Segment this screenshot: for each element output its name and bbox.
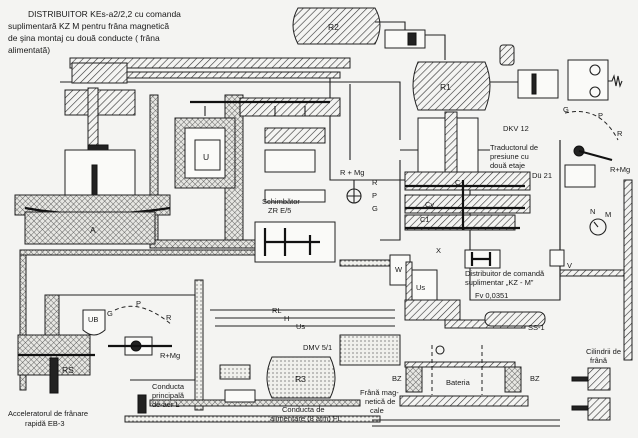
distribuitor-comanda-label: suplimentar „KZ - M” <box>465 278 534 287</box>
magnetic-track-brake: BZ BZ Bateria Frână mag- netică de cale <box>360 345 560 427</box>
p-right-label: P <box>598 111 603 120</box>
ub-label: UB <box>88 315 98 324</box>
accelerator-label: Acceleratorul de frânare <box>8 409 88 418</box>
r1-label: R1 <box>440 82 451 92</box>
accelerator-label: rapidă EB-3 <box>25 419 65 428</box>
p-left-label: P <box>136 299 141 308</box>
pressure-transducer: C Cv C1 Traductorul de presiune cu două … <box>404 111 552 231</box>
traductor-label: două etaje <box>490 161 525 170</box>
r-mg-label: R + Mg <box>340 168 364 177</box>
bz-right-label: BZ <box>530 374 540 383</box>
bz-left-label: BZ <box>392 374 402 383</box>
h-label: H <box>284 314 289 323</box>
diagram-title: DISTRIBUITOR KEs-a2/2,2 cu comanda supli… <box>8 9 181 55</box>
schimbator-label: Schimbător <box>262 197 300 206</box>
r3-label: R3 <box>295 374 306 384</box>
title-line: alimentată) <box>8 45 50 55</box>
g-label: G <box>372 204 378 213</box>
conducta-alimentare-label: alimentare (8 atm) FL <box>270 414 342 423</box>
r-label: R <box>372 178 378 187</box>
w-label: W <box>395 265 403 274</box>
reservoir-r2: R2 <box>292 7 446 60</box>
distribuitor-comanda-label: Distribuitor de comandă <box>465 269 545 278</box>
g-left-label: G <box>107 309 113 318</box>
conducta-principala-label: de aer L <box>152 400 180 409</box>
upper-valve-block: U <box>174 100 330 203</box>
fv-label: Fv 0,0351 <box>475 291 508 300</box>
brake-cylinders: Cilindrii de frână <box>571 347 621 421</box>
conducta-principala-label: Conducta <box>152 382 185 391</box>
title-line: suplimentară KZ M pentru frâna magnetică <box>8 21 169 31</box>
brake-mode-handle: G P R R+Mg N M V <box>549 105 630 270</box>
n-label: N <box>590 207 595 216</box>
schimbator-code: ZR E/5 <box>268 206 291 215</box>
cilindrii-label: Cilindrii de <box>586 347 621 356</box>
reservoir-r1: R1 <box>412 44 623 111</box>
reservoir-r3: DMV 5/1 R3 Conducta de alimentare (8 atm… <box>219 306 401 423</box>
p-label: P <box>372 191 377 200</box>
ss1-label: SS-1 <box>528 323 545 332</box>
changeover-valve: Schimbător ZR E/5 R + Mg R P G <box>254 168 378 263</box>
x-label: X <box>436 246 441 255</box>
frana-magnetica-label: Frână mag- <box>360 388 399 397</box>
frana-magnetica-label: cale <box>370 406 384 415</box>
main-distributor-valve: A <box>14 62 171 245</box>
kz-m-distributor: X Distribuitor de comandă suplimentar „K… <box>389 246 546 332</box>
traductor-label: Traductorul de <box>490 143 538 152</box>
frana-magnetica-label: netică de <box>365 397 395 406</box>
c-label: C <box>455 178 461 187</box>
bateria-label: Bateria <box>446 378 471 387</box>
cilindrii-label: frână <box>590 356 608 365</box>
rs-label: RS <box>62 365 74 375</box>
us-label: Us <box>416 283 425 292</box>
r2-label: R2 <box>328 22 339 32</box>
rl-label: RL <box>272 306 282 315</box>
title-line: DISTRIBUITOR KEs-a2/2,2 cu comanda <box>28 9 181 19</box>
g-right-label: G <box>563 105 569 114</box>
traductor-label: presiune cu <box>490 152 529 161</box>
dmv-label: DMV 5/1 <box>303 343 332 352</box>
title-line: de şina montaj cu două conducte ( frâna <box>8 33 160 43</box>
du21-label: Dü 21 <box>532 171 552 180</box>
u-label: U <box>203 152 209 162</box>
conducta-principala-label: principală <box>152 391 185 400</box>
conducta-alimentare-label: Conducta de <box>282 405 325 414</box>
r-mg-left-label: R+Mg <box>160 351 180 360</box>
dkv-label: DKV 12 <box>503 124 529 133</box>
a-label: A <box>90 225 96 235</box>
rapid-brake-accelerator: RS UB G P R R+Mg Conducta principală de … <box>8 294 196 428</box>
r-mg-right-label: R+Mg <box>610 165 630 174</box>
c1-label: C1 <box>420 215 430 224</box>
r-left-label: R <box>166 313 172 322</box>
v-label: V <box>567 261 572 270</box>
us-line-label: Us <box>296 322 305 331</box>
r-right-label: R <box>617 129 623 138</box>
cv-label: Cv <box>425 200 434 209</box>
m-label: M <box>605 210 611 219</box>
